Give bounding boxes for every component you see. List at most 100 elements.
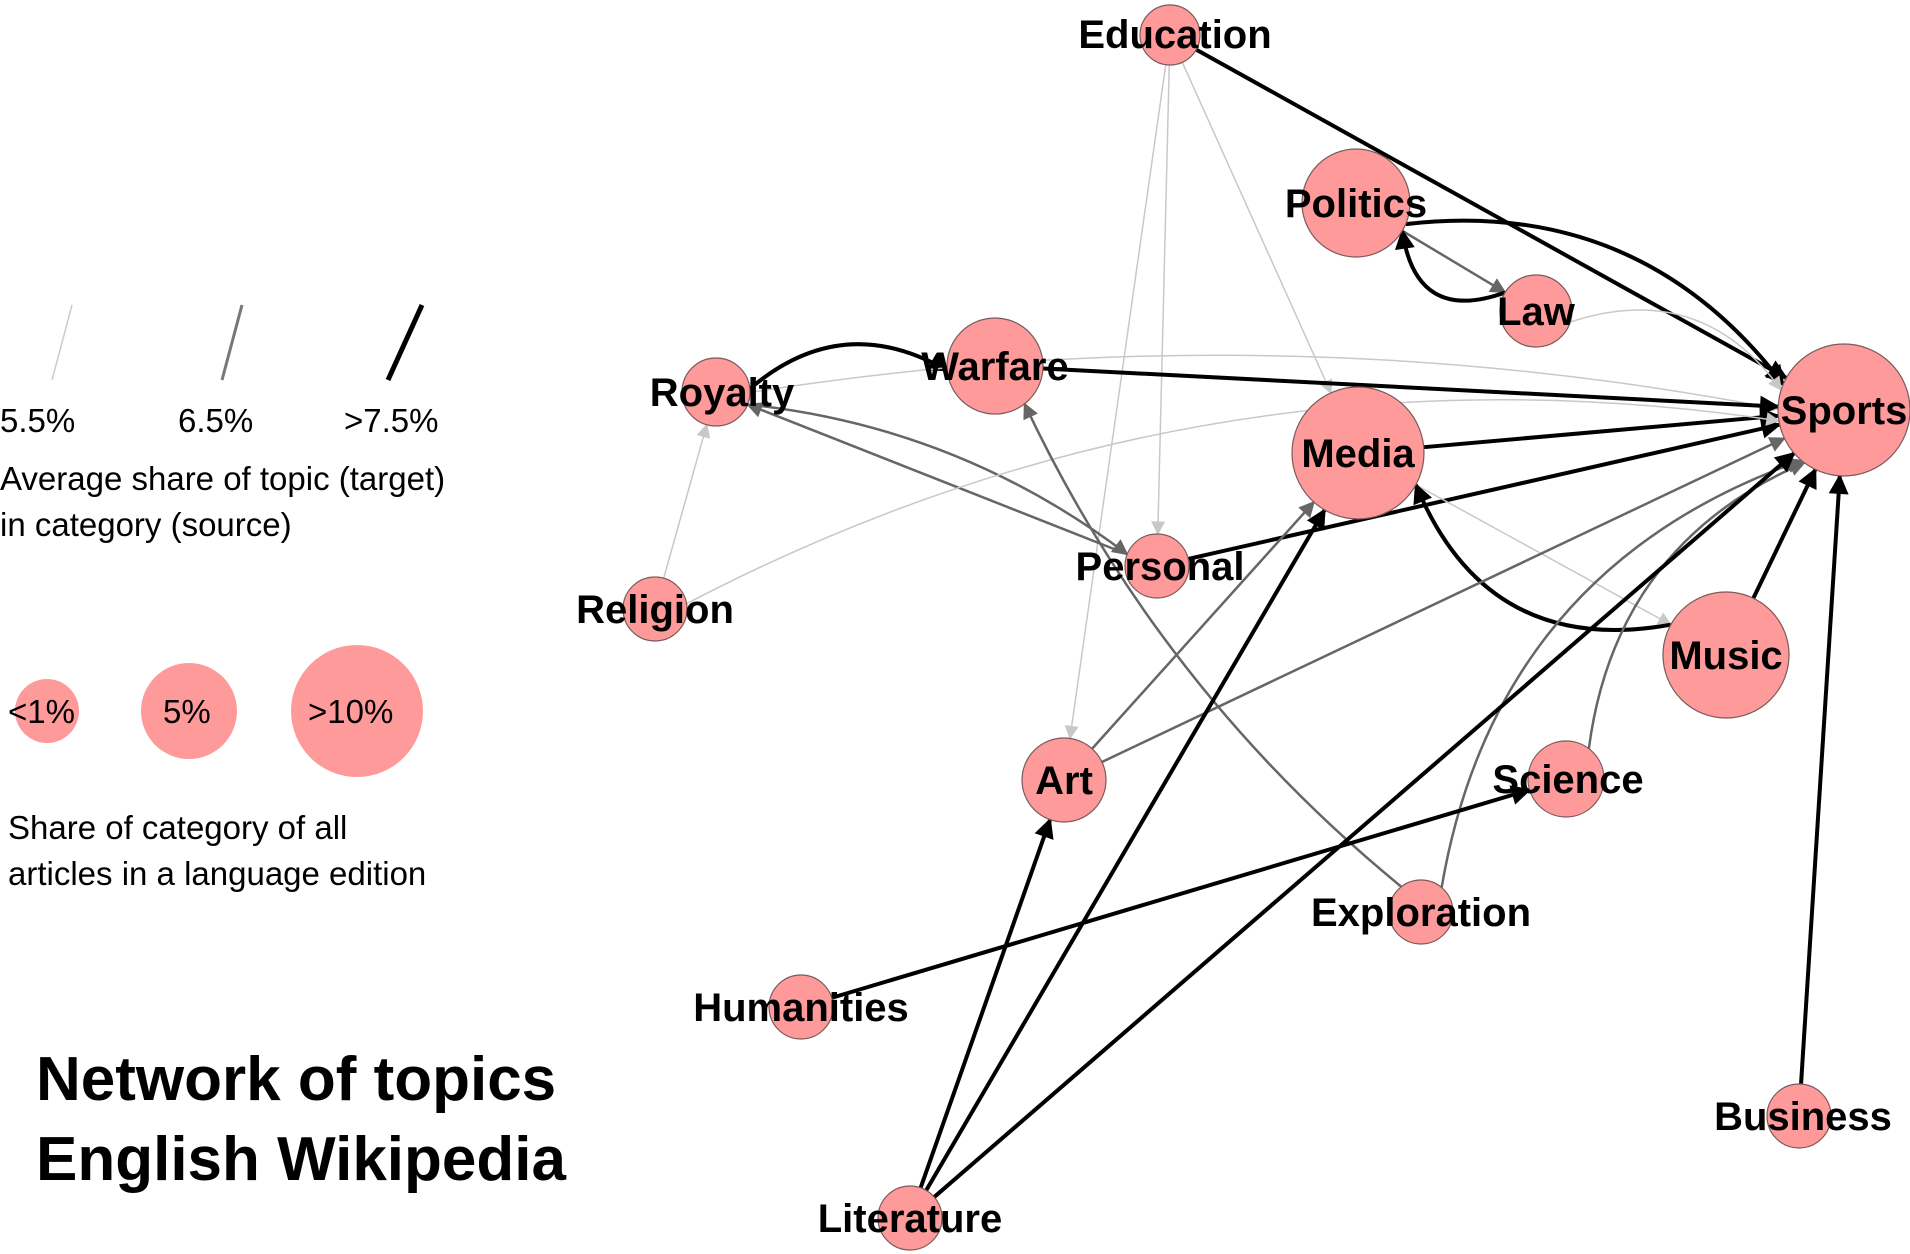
title-line1: Network of topics bbox=[36, 1045, 556, 1114]
node-religion-circle bbox=[622, 576, 688, 642]
node-royalty: Royalty bbox=[650, 357, 795, 427]
edge-literature-to-media bbox=[924, 508, 1327, 1192]
node-warfare-circle bbox=[946, 317, 1044, 415]
node-legend-label-medium: 5% bbox=[163, 693, 211, 730]
node-warfare: Warfare bbox=[921, 317, 1069, 415]
edge-legend-label-medium: 6.5% bbox=[178, 402, 253, 439]
node-warfare-label: Warfare bbox=[921, 345, 1068, 389]
node-royalty-circle bbox=[681, 357, 751, 427]
node-science-circle bbox=[1527, 740, 1605, 818]
edge-legend-caption-line1: Average share of topic (target) bbox=[0, 460, 445, 497]
node-politics-label: Politics bbox=[1285, 182, 1427, 226]
node-legend: <1% 5% >10% Share of category of all art… bbox=[8, 645, 426, 892]
edge-legend-strong-line bbox=[385, 303, 425, 382]
node-sports-circle bbox=[1777, 343, 1910, 477]
node-personal-label: Personal bbox=[1076, 545, 1245, 589]
node-politics: Politics bbox=[1285, 148, 1427, 258]
edge-humanities-to-science bbox=[831, 785, 1532, 1000]
node-literature: Literature bbox=[818, 1185, 1003, 1251]
edge-literature-to-art bbox=[918, 817, 1054, 1189]
edge-education-to-sports bbox=[1195, 47, 1789, 380]
edge-legend-caption-line2: in category (source) bbox=[0, 506, 292, 543]
edge-media-to-sports bbox=[1423, 407, 1781, 450]
edge-art-to-sports bbox=[1101, 437, 1786, 764]
node-business: Business bbox=[1714, 1083, 1892, 1149]
edge-politics-to-law bbox=[1401, 229, 1507, 294]
node-media-circle bbox=[1291, 386, 1425, 520]
node-education-label: Education bbox=[1078, 13, 1271, 57]
node-royalty-label: Royalty bbox=[650, 371, 795, 415]
edge-politics-to-sports bbox=[1405, 218, 1785, 386]
edge-warfare-to-sports bbox=[1042, 366, 1781, 416]
edge-law-to-politics bbox=[1394, 228, 1506, 303]
edge-law-to-sports bbox=[1570, 309, 1782, 391]
edge-personal-to-sports bbox=[1187, 418, 1782, 561]
node-literature-circle bbox=[877, 1185, 943, 1251]
node-business-circle bbox=[1766, 1083, 1832, 1149]
node-business-label: Business bbox=[1714, 1095, 1892, 1139]
node-legend-large-circle bbox=[291, 645, 423, 777]
node-music-circle bbox=[1662, 591, 1790, 719]
node-literature-label: Literature bbox=[818, 1197, 1003, 1241]
node-exploration-circle bbox=[1388, 879, 1454, 945]
node-media: Media bbox=[1291, 386, 1425, 520]
node-exploration: Exploration bbox=[1311, 879, 1531, 945]
edge-education-to-media bbox=[1181, 62, 1333, 395]
node-science-label: Science bbox=[1492, 758, 1643, 802]
edge-religion-to-royalty bbox=[662, 423, 711, 579]
node-art: Art bbox=[1021, 737, 1107, 823]
node-legend-caption-line2: articles in a language edition bbox=[8, 855, 426, 892]
edge-music-to-media bbox=[1413, 482, 1672, 632]
node-art-circle bbox=[1021, 737, 1107, 823]
node-humanities-circle bbox=[768, 974, 834, 1040]
diagram-title: Network of topics English Wikipedia bbox=[36, 1045, 566, 1194]
node-personal: Personal bbox=[1076, 533, 1245, 599]
node-media-label: Media bbox=[1301, 432, 1415, 476]
edge-personal-to-royalty bbox=[746, 402, 1128, 556]
edge-media-to-music bbox=[1415, 484, 1672, 626]
node-religion-label: Religion bbox=[576, 588, 734, 632]
edge-royalty-to-warfare bbox=[748, 342, 949, 391]
edge-legend-label-strong: >7.5% bbox=[344, 402, 439, 439]
node-science: Science bbox=[1492, 740, 1644, 818]
node-education-circle bbox=[1139, 4, 1201, 66]
node-legend-label-large: >10% bbox=[308, 693, 393, 730]
node-music: Music bbox=[1662, 591, 1790, 719]
node-music-label: Music bbox=[1669, 634, 1782, 678]
edge-legend-weak-line bbox=[51, 304, 73, 381]
edge-religion-to-sports bbox=[686, 398, 1781, 605]
node-legend-label-small: <1% bbox=[8, 693, 75, 730]
node-art-label: Art bbox=[1035, 759, 1093, 803]
title-line2: English Wikipedia bbox=[36, 1125, 566, 1194]
edge-legend: 5.5% 6.5% >7.5% Average share of topic (… bbox=[0, 303, 445, 543]
edge-education-to-art bbox=[1064, 64, 1167, 740]
node-religion: Religion bbox=[576, 576, 734, 642]
node-law-label: Law bbox=[1497, 290, 1576, 334]
node-education: Education bbox=[1078, 4, 1272, 66]
edge-literature-to-sports bbox=[932, 451, 1796, 1199]
edge-art-to-media bbox=[1091, 500, 1315, 750]
node-exploration-label: Exploration bbox=[1311, 891, 1531, 935]
node-humanities: Humanities bbox=[693, 974, 909, 1040]
node-politics-circle bbox=[1301, 148, 1411, 258]
node-personal-circle bbox=[1124, 533, 1190, 599]
edge-royalty-to-sports bbox=[749, 354, 1780, 414]
node-sports: Sports bbox=[1777, 343, 1910, 477]
node-legend-caption-line1: Share of category of all bbox=[8, 809, 347, 846]
node-sports-label: Sports bbox=[1781, 389, 1908, 433]
edges-layer bbox=[662, 47, 1849, 1199]
node-humanities-label: Humanities bbox=[693, 986, 909, 1030]
node-law: Law bbox=[1497, 274, 1576, 348]
edge-exploration-to-sports bbox=[1440, 457, 1803, 888]
node-legend-medium-circle bbox=[141, 663, 237, 759]
edge-education-to-personal bbox=[1151, 64, 1171, 536]
edge-royalty-to-personal bbox=[747, 403, 1129, 556]
edge-exploration-to-warfare bbox=[1023, 402, 1403, 888]
node-law-circle bbox=[1499, 274, 1573, 348]
edge-legend-medium-line bbox=[220, 304, 244, 381]
edge-music-to-sports bbox=[1751, 467, 1818, 600]
edge-legend-label-weak: 5.5% bbox=[0, 402, 75, 439]
edge-business-to-sports bbox=[1799, 473, 1849, 1085]
